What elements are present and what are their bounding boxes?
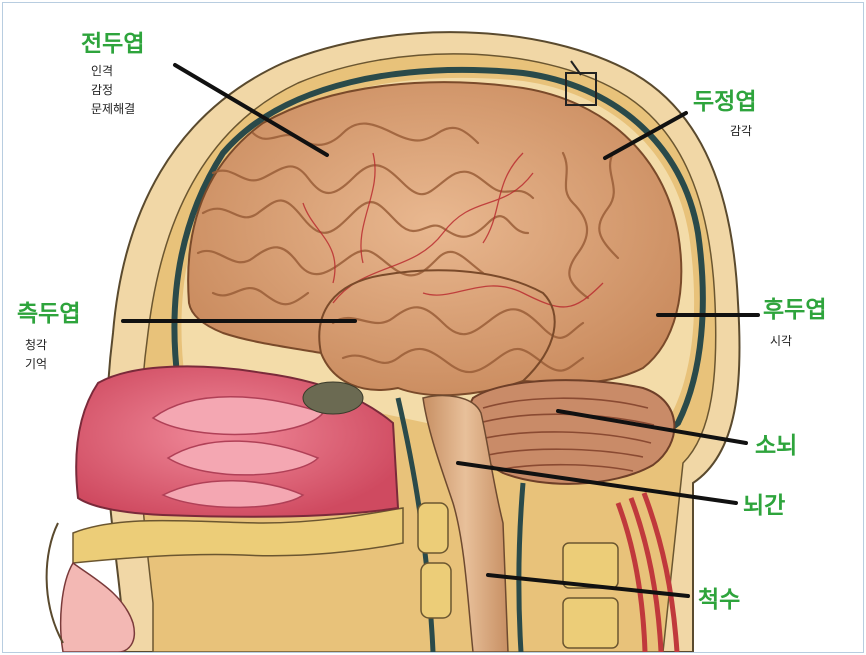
temporal-function-1: 청각 <box>25 337 47 353</box>
frontal-function-1: 인격 <box>91 63 113 79</box>
label-cerebellum: 소뇌 <box>755 435 797 458</box>
label-brainstem: 뇌간 <box>743 495 785 518</box>
label-frontal-lobe: 전두엽 <box>81 33 144 56</box>
frontal-function-3: 문제해결 <box>91 101 135 117</box>
label-temporal-lobe: 측두엽 <box>17 303 80 326</box>
label-occipital-lobe: 후두엽 <box>763 299 826 322</box>
label-spinal-cord: 척수 <box>698 589 740 612</box>
label-parietal-lobe: 두정엽 <box>693 91 756 114</box>
frontal-function-2: 감정 <box>91 82 113 98</box>
parietal-function-1: 감각 <box>730 123 752 139</box>
temporal-function-2: 기억 <box>25 356 47 372</box>
occipital-function-1: 시각 <box>770 333 792 349</box>
